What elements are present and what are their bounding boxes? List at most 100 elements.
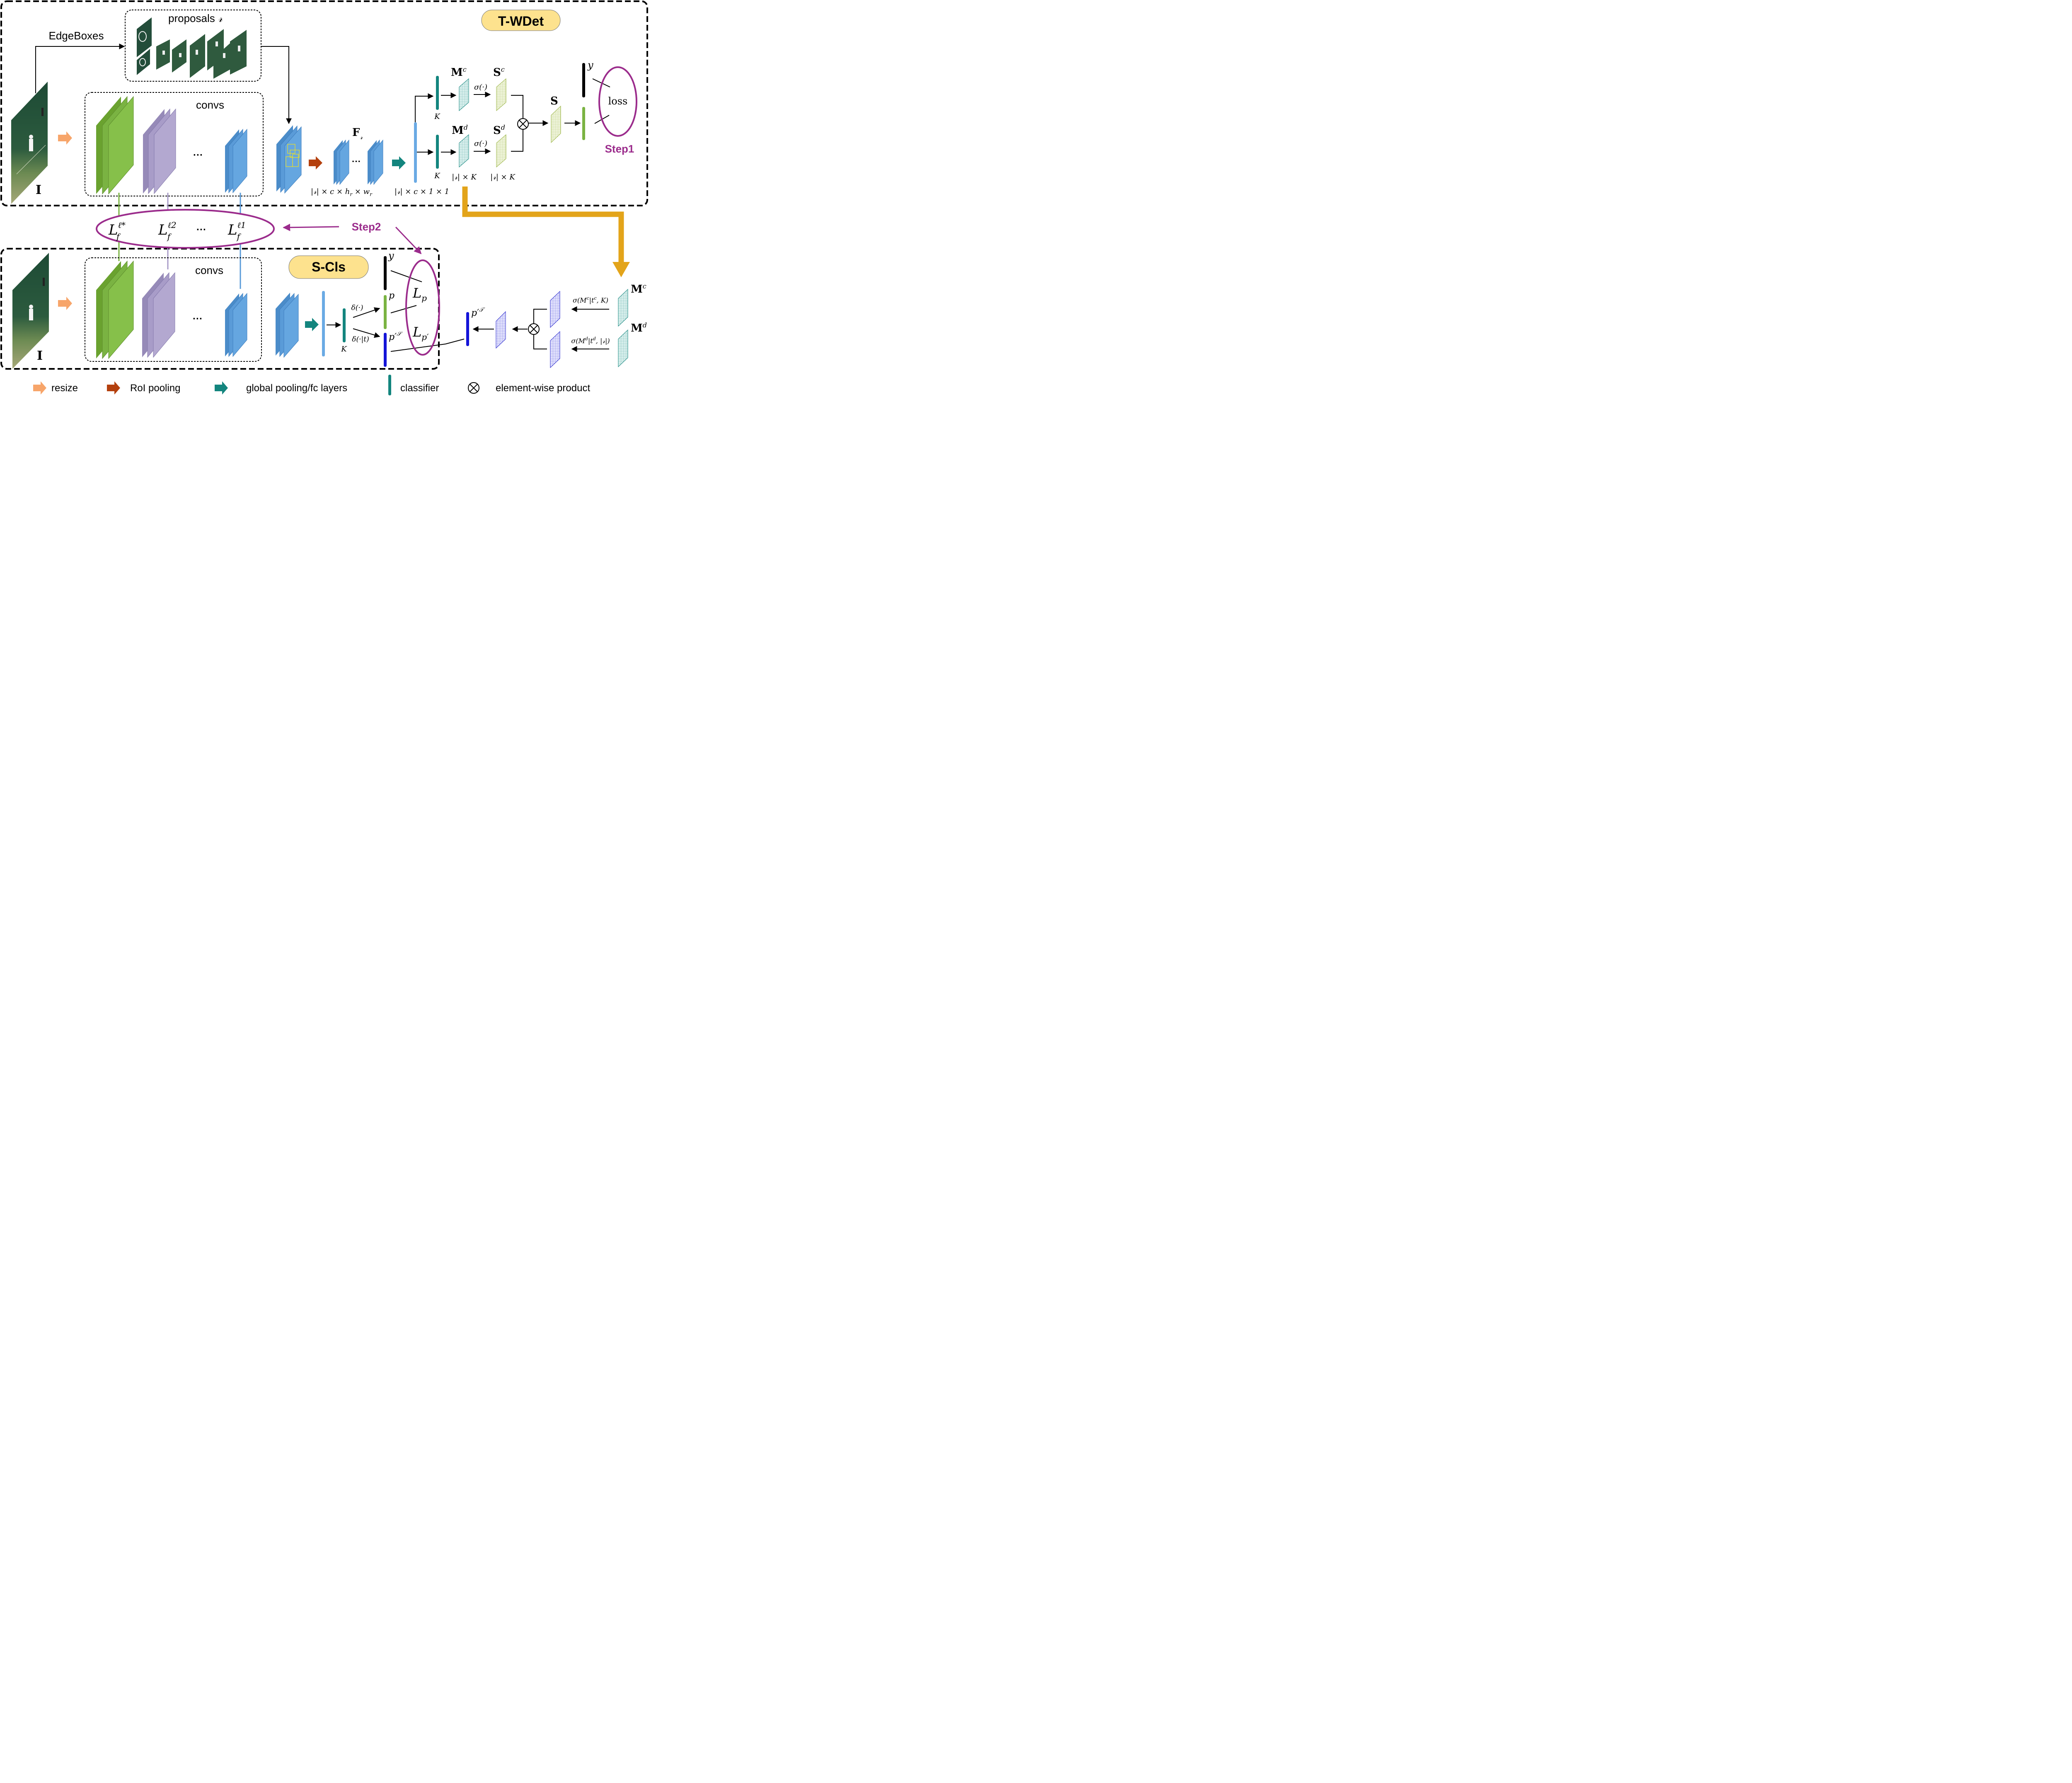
delta-label: δ(·) xyxy=(351,304,363,312)
conv-stack-blue-top xyxy=(225,128,247,194)
lp-connector-p xyxy=(390,305,417,313)
y-label-bottom: y xyxy=(388,250,394,262)
score-vector xyxy=(582,107,585,140)
s-label: S xyxy=(550,95,558,107)
scls-badge: S-Cls xyxy=(288,255,369,279)
legend-resize-icon xyxy=(33,381,46,395)
step2-arrow-left xyxy=(283,223,339,231)
legend-classifier-label: classifier xyxy=(400,383,439,394)
sc-label: Sc xyxy=(493,65,505,79)
sigma-mc-label: σ(Mc|tc, K) xyxy=(573,296,608,304)
classifier-d xyxy=(436,135,439,169)
k-label-1: K xyxy=(434,112,441,121)
sd-label: Sd xyxy=(493,124,505,137)
delta-t-label: δ(·|t) xyxy=(352,335,369,344)
feature-stack-bottom xyxy=(276,293,299,358)
merge-line-bottom-d xyxy=(533,334,547,349)
mc-map-bottom xyxy=(618,288,628,327)
convs-label-bottom: convs xyxy=(195,264,223,276)
pooled-vector-top xyxy=(414,122,417,183)
legend-product-label: element-wise product xyxy=(496,383,590,394)
classification-loss-ellipse xyxy=(405,259,440,356)
step2-label: Step2 xyxy=(352,220,381,233)
legend-pooling-label: global pooling/fc layers xyxy=(246,383,347,394)
md-label: Md xyxy=(452,124,468,137)
classifier-c xyxy=(436,76,439,110)
f-r-stack-1 xyxy=(334,139,349,185)
resize-arrow-bottom xyxy=(58,297,72,310)
legend-pooling-icon xyxy=(215,381,228,395)
proposals-arrow xyxy=(261,46,292,124)
delta-t-arrow xyxy=(353,328,380,338)
roi-pooling-arrow xyxy=(309,156,322,170)
legend-otimes-icon xyxy=(468,382,479,394)
teacher-map xyxy=(496,311,506,349)
ps-label: p′𝒮 xyxy=(389,331,403,342)
lp-connector-y xyxy=(390,270,422,282)
resize-arrow-top xyxy=(58,131,72,145)
lps-connector-pt xyxy=(445,339,465,344)
input-label-top: I xyxy=(36,183,41,197)
step2-arrow-right xyxy=(395,226,422,254)
twdet-badge: T-WDet xyxy=(481,10,561,31)
f-r-dots: ··· xyxy=(352,156,361,167)
twdet-title: T-WDet xyxy=(498,14,544,29)
mc-label: Mc xyxy=(451,65,467,79)
input-image-top xyxy=(11,82,48,204)
merge-line-d xyxy=(511,129,523,152)
conv-stack-green-top xyxy=(96,96,134,195)
classifier-bottom xyxy=(343,308,346,342)
feat-dim-label: |𝓇| × c × hr × wr xyxy=(311,187,373,197)
k-label-bottom: K xyxy=(341,345,347,354)
sigma-label-c: σ(·) xyxy=(474,83,487,92)
md-label-bottom: Md xyxy=(631,321,647,334)
sigma-label-d: σ(·) xyxy=(474,139,487,148)
mc-label-bottom: Mc xyxy=(631,282,646,296)
convs-box-top xyxy=(85,92,264,196)
pooled-vector-bottom xyxy=(322,291,325,356)
transfer-arrow xyxy=(462,187,630,277)
y-label-top: y xyxy=(587,59,593,71)
mc-map xyxy=(459,78,469,111)
proposals-box xyxy=(125,10,261,82)
sc-map xyxy=(496,78,506,111)
step1-label: Step1 xyxy=(605,143,634,155)
edgeboxes-label: EdgeBoxes xyxy=(49,29,104,42)
conv-stack-blue-bottom xyxy=(225,293,247,357)
loss-label: loss xyxy=(608,95,628,107)
global-pooling-arrow-top xyxy=(392,156,406,170)
k-label-2: K xyxy=(434,172,441,180)
legend: resize RoI pooling global pooling/fc lay… xyxy=(33,375,590,395)
feature-loss-ellipse xyxy=(96,209,275,249)
input-image-bottom xyxy=(12,253,49,369)
proposal-thumbnails xyxy=(137,17,247,79)
branch-arrow-c xyxy=(415,93,434,122)
loss-ellipse xyxy=(598,66,637,137)
prediction-vector-ps xyxy=(384,333,387,367)
lps-label: Lp′ xyxy=(412,324,429,342)
lf-dots: ··· xyxy=(196,224,206,235)
lps-connector-ps xyxy=(390,344,446,352)
softened-mc-map xyxy=(550,291,560,328)
feature-map-with-proposals xyxy=(276,125,302,194)
label-vector-y-bottom xyxy=(384,256,387,290)
conv-stack-purple-bottom xyxy=(142,272,175,358)
global-pooling-arrow-bottom xyxy=(305,318,319,331)
convs-dots-bottom: ··· xyxy=(193,313,203,325)
pt-label: p′𝒯 xyxy=(471,307,485,318)
p-label: p xyxy=(389,291,395,301)
twdet-box xyxy=(0,0,648,206)
f-r-stack-2 xyxy=(368,139,383,185)
merge-line-bottom-c xyxy=(533,309,547,324)
conv-stack-purple-top xyxy=(143,108,176,194)
conv-stack-green-bottom xyxy=(96,260,134,359)
rk-label-2: |𝓇| × K xyxy=(490,173,516,182)
rk-label-1: |𝓇| × K xyxy=(452,173,477,182)
convs-box-bottom xyxy=(85,257,262,362)
legend-roi-label: RoI pooling xyxy=(130,383,180,394)
legend-resize-label: resize xyxy=(51,383,78,394)
diagram-canvas: T-WDet S-Cls I EdgeBoxes proposals 𝓇 xyxy=(0,0,648,395)
s-map xyxy=(551,105,561,143)
md-map xyxy=(459,134,469,168)
proposals-label: proposals 𝓇 xyxy=(168,12,223,25)
